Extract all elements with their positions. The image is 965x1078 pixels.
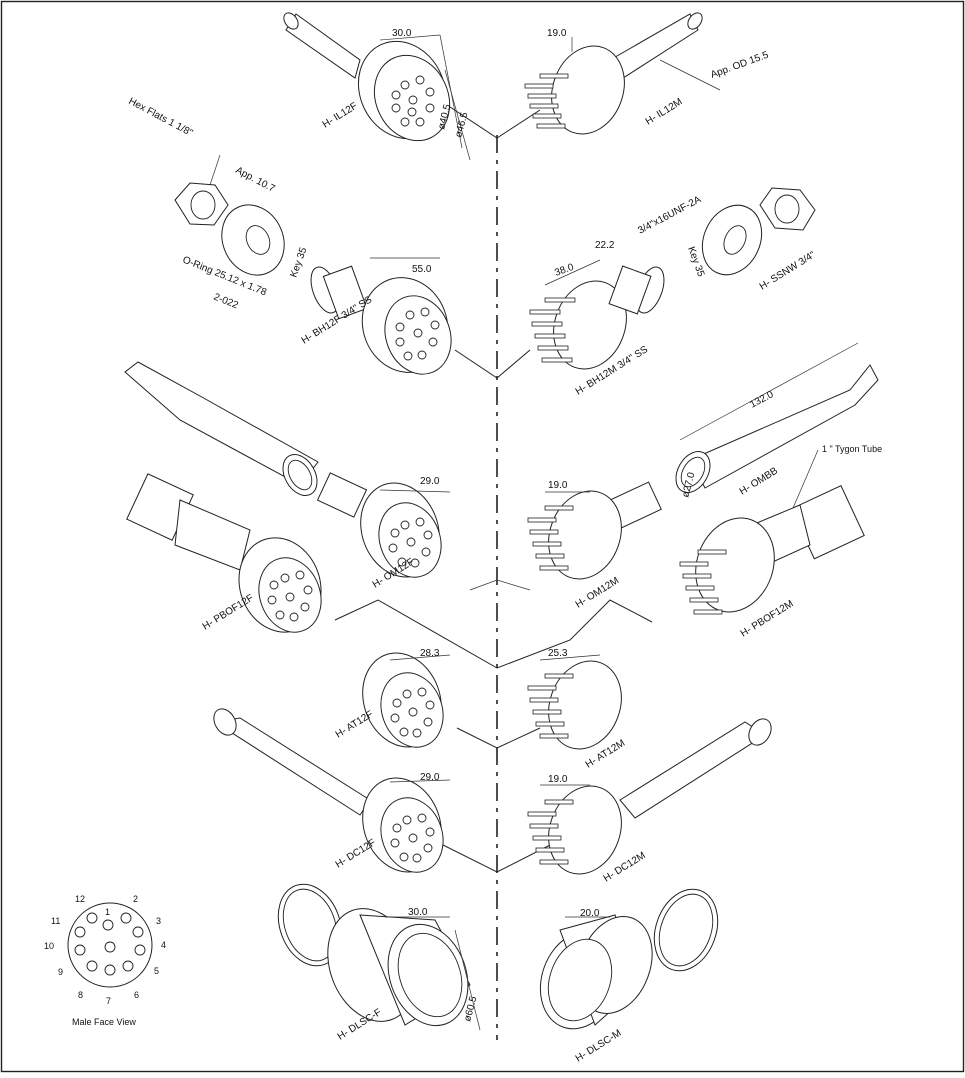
il12m-width-dim: 19.0 (547, 28, 567, 39)
bh12f-len-dim: 55.0 (412, 264, 432, 275)
dlscm-width-dim: 20.0 (580, 908, 600, 919)
face-view-caption: Male Face View (72, 1017, 136, 1027)
at12m-connector (527, 654, 622, 750)
dlscm-locking-sleeve (539, 914, 653, 1030)
dc12f-label: H- DC12F (334, 837, 378, 870)
at12m-width-dim: 25.3 (548, 648, 568, 659)
pin-8: 8 (78, 990, 83, 1000)
bh12f-connector (310, 257, 452, 375)
oring-code-dim: 2-022 (212, 292, 240, 312)
bh12m-22-dim: 22.2 (595, 240, 615, 251)
pin-2: 2 (133, 894, 138, 904)
dlscf-oring (277, 883, 343, 967)
om12m-connector (527, 481, 662, 580)
pin-10: 10 (44, 941, 54, 951)
tygon-label: 1 " Tygon Tube (822, 444, 882, 454)
il12f-connector (283, 12, 471, 161)
dlscf-width-dim: 30.0 (408, 907, 428, 918)
ombb-len-dim: 132.0 (748, 389, 776, 411)
om12f-width-dim: 29.0 (420, 476, 440, 487)
bh12m-connector (529, 259, 665, 370)
om12m-width-dim: 19.0 (548, 480, 568, 491)
dc12m-connector (527, 718, 772, 875)
at12f-width-dim: 28.3 (420, 648, 440, 659)
pin-7: 7 (106, 996, 111, 1006)
thread-dim: 3/4"x16UNF-2A (636, 194, 703, 237)
il12m-pins (524, 73, 569, 129)
hex-flats-dim: Hex Flats 1 1/8" (127, 96, 195, 139)
boot-tube-left (124, 361, 319, 496)
app-107-dim: App. 10.7 (234, 165, 277, 195)
pin-9: 9 (58, 967, 63, 977)
il12f-width-dim: 30.0 (392, 28, 412, 39)
at12f-connector (362, 652, 451, 748)
pin-4: 4 (161, 940, 166, 950)
ombb-label: H- OMBB (738, 465, 780, 497)
il12f-label: H- IL12F (321, 101, 360, 131)
pin-3: 3 (156, 916, 161, 926)
pin-1: 1 (105, 907, 110, 917)
pbof12f-label: H- PBOF12F (201, 593, 256, 633)
dc12f-connector (213, 708, 451, 873)
pin-12: 12 (75, 894, 85, 904)
dc12f-width-dim: 29.0 (420, 772, 440, 783)
dlscf-locking-sleeve (327, 908, 481, 1031)
om12m-label: H- OM12M (574, 575, 621, 610)
washer-right (701, 204, 763, 276)
pin-5: 5 (154, 966, 159, 976)
male-face-view (67, 902, 153, 988)
hex-nut-right (759, 187, 816, 231)
dlscm-oring (653, 888, 719, 972)
il12m-label: H- IL12M (644, 96, 685, 127)
pbof12f-connector (126, 473, 322, 633)
ssnw-label: H- SSNW 3/4" (758, 249, 818, 292)
dlscm-label: H- DLSC-M (574, 1028, 624, 1065)
at12f-label: H- AT12F (334, 709, 375, 741)
washer-left (221, 204, 285, 276)
app-od-dim: App. OD 15.5 (709, 50, 770, 81)
dc12m-width-dim: 19.0 (548, 774, 568, 785)
hex-nut-left (174, 154, 229, 226)
key35-left-dim: Key 35 (288, 246, 309, 279)
il12m-connector (524, 12, 721, 135)
ombb-tube (675, 342, 879, 493)
pin-11: 11 (51, 916, 60, 926)
pin-6: 6 (134, 990, 139, 1000)
om12f-connector (316, 472, 451, 578)
pbof12m-connector (679, 485, 865, 615)
